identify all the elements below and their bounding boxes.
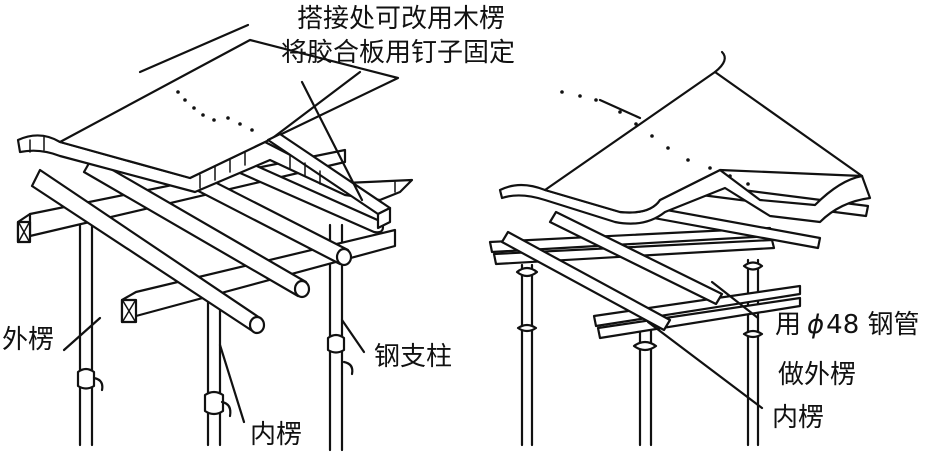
outer-joist-label-left: 外楞 <box>2 325 55 355</box>
left-outer-joist-front <box>120 228 397 324</box>
inner-joist-label-left: 内楞 <box>250 420 303 450</box>
left-leader-prop <box>340 318 366 354</box>
left-prop-middle <box>206 298 222 447</box>
right-inner-joist-1 <box>500 230 672 332</box>
left-prop-middle-clamp <box>203 390 225 416</box>
right-steel-props <box>515 258 764 447</box>
left-prop-front-clamp <box>76 367 96 390</box>
right-leader-inner <box>646 320 764 410</box>
left-assembly <box>16 23 414 452</box>
right-assembly <box>488 50 872 447</box>
top-note-line2: 将胶合板用钉子固定 <box>281 38 516 68</box>
steel-pipe-word-use: 用 <box>775 310 802 340</box>
steel-pipe-label-line2: 做外楞 <box>778 360 857 390</box>
left-prop-middle-pin <box>220 400 232 418</box>
left-leader-top <box>300 80 364 202</box>
left-prop-front-pin <box>92 376 104 392</box>
right-inner-joists <box>500 180 870 332</box>
top-note-line1: 搭接处可改用木楞 <box>297 4 506 34</box>
right-prop-3 <box>746 258 760 447</box>
right-leader-pipe <box>710 280 760 320</box>
inner-joist-label-right: 内楞 <box>772 403 825 433</box>
left-prop-right-clamp <box>326 333 346 354</box>
phi-symbol: ϕ <box>807 310 825 340</box>
left-prop-right-pin <box>342 360 354 376</box>
left-leader-outer <box>62 316 102 352</box>
right-panel-surface <box>543 70 864 214</box>
right-prop-1 <box>520 263 534 447</box>
right-inner-joist-2 <box>548 210 724 306</box>
steel-pipe-size: 48 钢管 <box>826 310 920 340</box>
left-panel-back-edge <box>138 23 250 74</box>
left-panel-surface <box>58 38 400 180</box>
left-leader-inner <box>218 343 246 424</box>
steel-prop-label: 钢支柱 <box>374 342 453 372</box>
right-outer-joists <box>488 226 802 340</box>
right-outer-pipe-front-b <box>596 296 802 340</box>
right-plywood-panel <box>498 50 872 225</box>
